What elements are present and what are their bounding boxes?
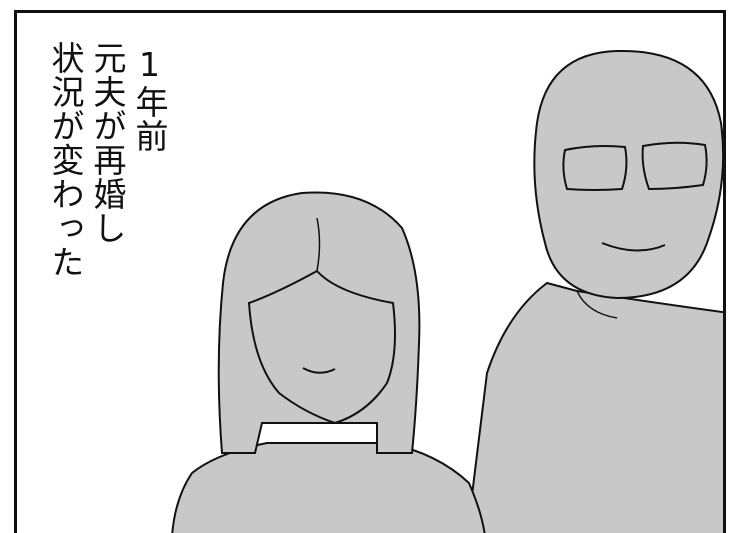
woman-mouth	[302, 367, 336, 374]
man-body	[466, 281, 723, 533]
comic-panel: 1年前 元夫が再婚し 状況が変わった	[14, 10, 726, 533]
caption-line-2: 元夫が再婚し	[88, 41, 127, 245]
woman-body	[171, 441, 486, 533]
man-left-glass-icon	[562, 145, 628, 191]
caption-line-1: 1年前	[130, 45, 169, 153]
narration-caption: 1年前 元夫が再婚し 状況が変わった	[46, 41, 169, 341]
panel-illustration	[171, 49, 723, 533]
man-neck-line	[576, 290, 618, 319]
woman-figure	[171, 191, 486, 533]
man-head	[533, 49, 723, 300]
woman-face	[247, 269, 396, 425]
caption-line-3: 状況が変わった	[46, 41, 85, 279]
woman-part-line	[316, 217, 321, 272]
man-mouth	[601, 242, 666, 252]
man-right-glass-icon	[641, 141, 708, 191]
man-figure	[466, 49, 723, 533]
